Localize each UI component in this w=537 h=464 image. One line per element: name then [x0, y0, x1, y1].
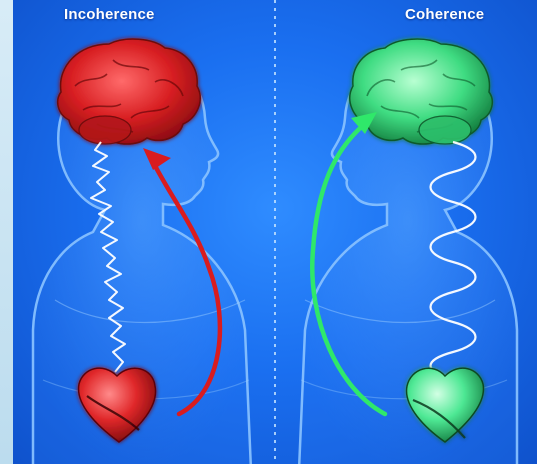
left-brain-icon	[58, 39, 200, 144]
incoherence-label: Incoherence	[64, 6, 155, 23]
coherence-label: Coherence	[405, 6, 484, 23]
right-brain-icon	[350, 39, 492, 144]
coherence-illustration	[13, 0, 537, 464]
illustration-panel: Incoherence Coherence	[13, 0, 537, 464]
